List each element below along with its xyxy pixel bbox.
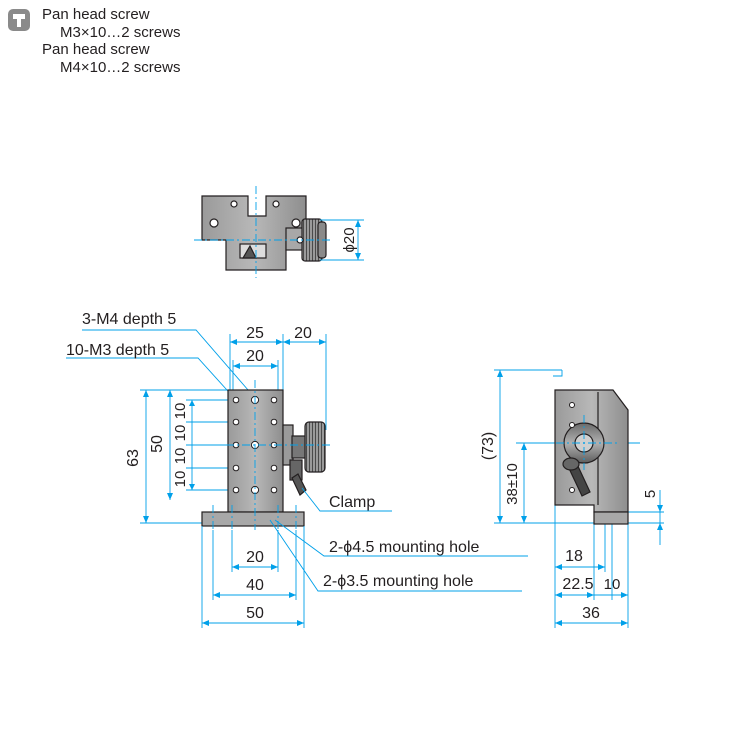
height-73-label: (73) [480, 432, 497, 460]
front-view-base [201, 511, 305, 527]
top-view-tap-2 [272, 200, 280, 208]
base-20-label: 20 [246, 549, 264, 566]
dim-36-label: 36 [582, 605, 600, 622]
legend-text: Pan head screw M3×10…2 screws Pan head s… [42, 6, 180, 76]
base-40-label: 40 [246, 577, 264, 594]
top-view-tap-1 [230, 200, 238, 208]
knob-diameter-label: ϕ20 [341, 227, 358, 252]
tap-hole [232, 464, 240, 472]
knob-20-label: 20 [294, 325, 312, 342]
legend-line-3: Pan head screw [42, 41, 150, 58]
pitch-10-label-2: 10 [172, 425, 189, 442]
pitch-10-label-3: 10 [172, 448, 189, 465]
tap-hole [232, 396, 240, 404]
tap-hole [270, 396, 278, 404]
legend-line-1: Pan head screw [42, 6, 150, 23]
front-view-knob-neck [291, 435, 307, 459]
dim-10-label: 10 [604, 576, 621, 593]
tap-m3-label: 10-M3 depth 5 [66, 342, 169, 359]
top-view-hole-right [291, 218, 301, 228]
front-view-knob [304, 421, 326, 473]
dim-5-label: 5 [642, 490, 659, 498]
height-38-label: 38±10 [504, 463, 521, 505]
side-view-base [593, 511, 629, 525]
dim-225-label: 22.5 [562, 576, 593, 593]
top-view-hole-left [209, 218, 219, 228]
dim-18-label: 18 [565, 548, 583, 565]
legend-line-4: M4×10…2 screws [60, 58, 181, 76]
screw-head-icon [8, 9, 30, 31]
tap-hole [232, 418, 240, 426]
tap-hole [270, 486, 278, 494]
top-view: ϕ20 [194, 186, 364, 278]
pitch-10-label-1: 10 [172, 403, 189, 420]
width-25-label: 25 [246, 325, 264, 342]
height-50-label: 50 [149, 435, 166, 453]
tap-m4-label: 3-M4 depth 5 [82, 311, 176, 328]
hole-35-label: 2-ϕ3.5 mounting hole [323, 573, 473, 590]
clamp-label: Clamp [329, 494, 375, 511]
hole-45-label: 2-ϕ4.5 mounting hole [329, 539, 479, 556]
width-20-top-label: 20 [246, 348, 264, 365]
top-view-lever [241, 244, 257, 259]
height-63-label: 63 [125, 449, 142, 467]
legend-line-2: M3×10…2 screws [60, 23, 181, 41]
tap-hole [232, 486, 240, 494]
front-view: 25 20 20 3-M4 depth 5 10-M3 depth 5 63 5… [66, 311, 528, 628]
base-50-label: 50 [246, 605, 264, 622]
pitch-10-label-4: 10 [172, 471, 189, 488]
side-view: (73) 38±10 5 18 22.5 [480, 369, 664, 628]
tap-hole [270, 464, 278, 472]
tap-hole [270, 418, 278, 426]
front-view-clamp-handle [291, 473, 307, 496]
